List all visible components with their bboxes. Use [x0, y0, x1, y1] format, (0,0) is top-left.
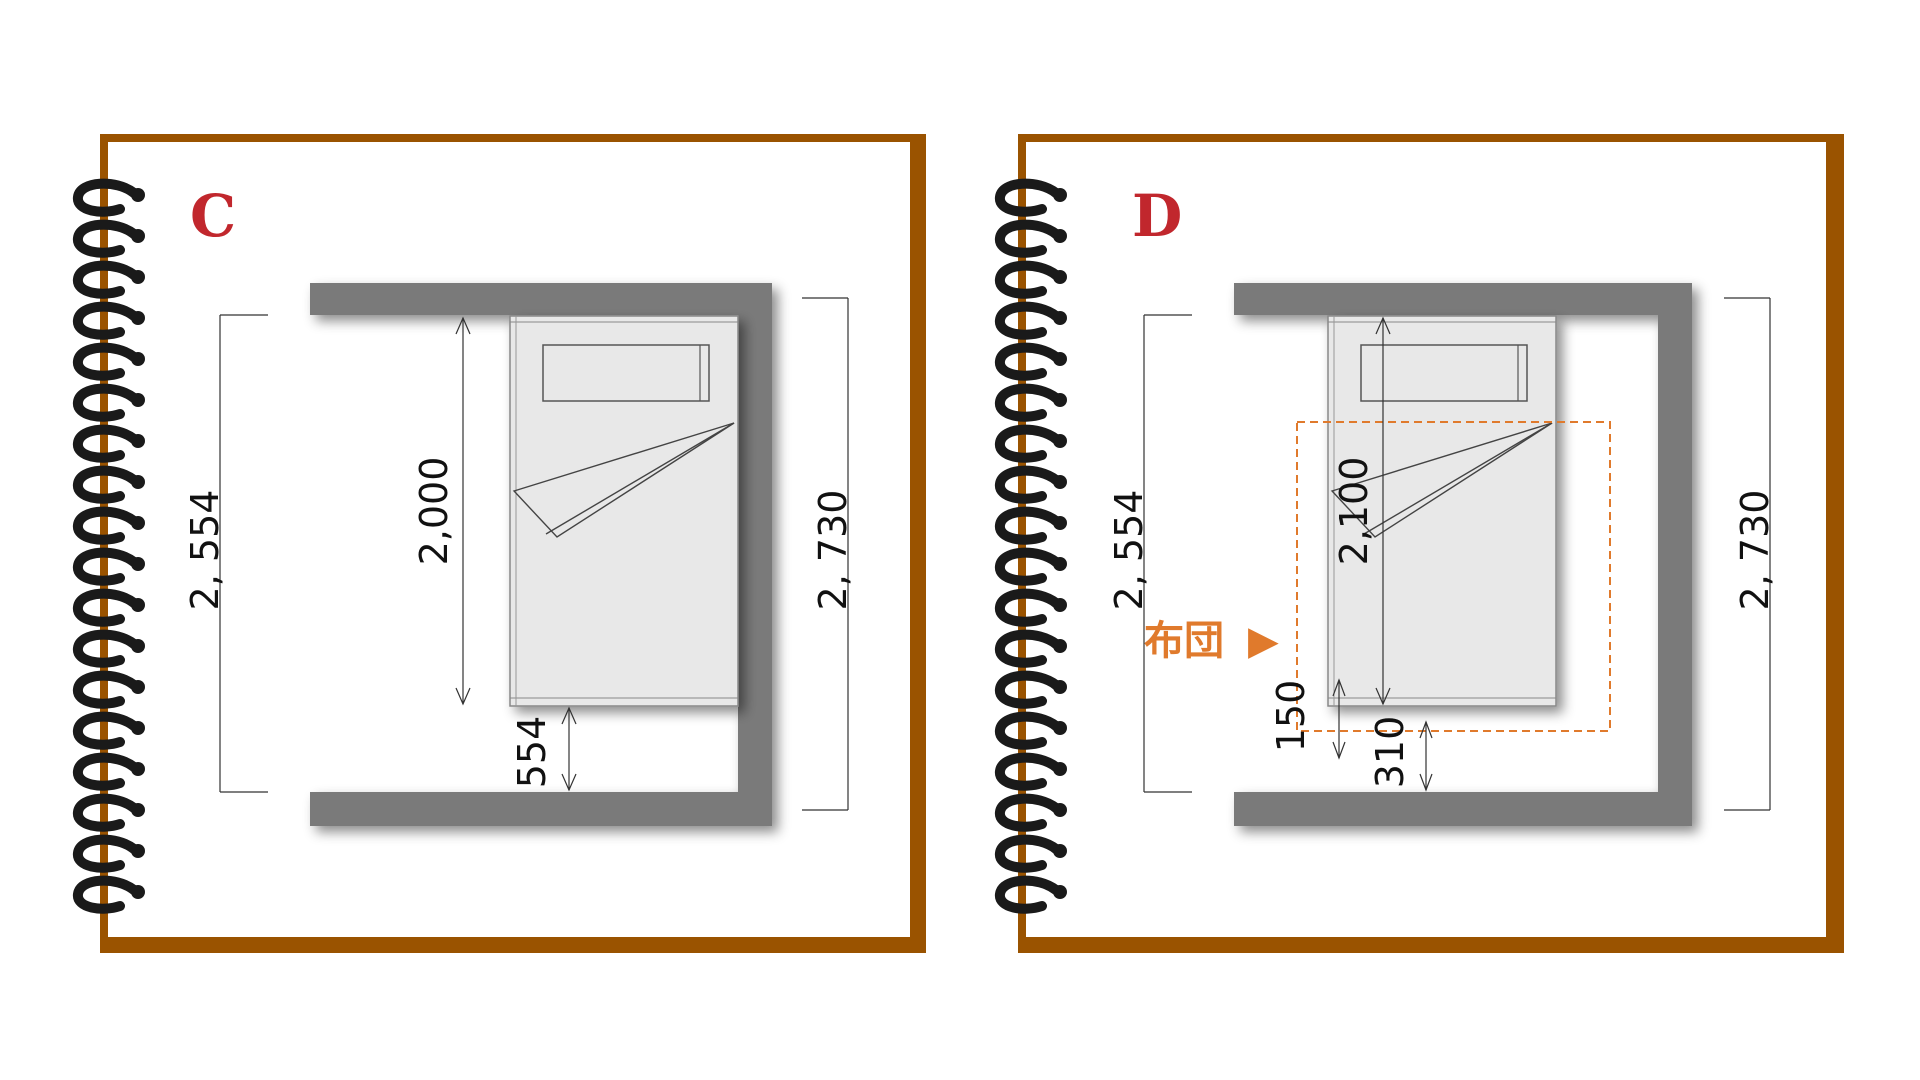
- spiral-ring: [73, 342, 145, 381]
- plan-d-drawing: D 布団 ▶ 2, 554: [995, 134, 1844, 953]
- notebook-frame-thick-bottom: [1022, 937, 1840, 951]
- dim-room-depth-label: 2, 554: [1107, 490, 1151, 611]
- spiral-ring: [995, 342, 1067, 381]
- spiral-ring: [73, 588, 145, 627]
- spiral-ring: [995, 301, 1067, 340]
- dim-gap: [1419, 720, 1433, 792]
- walls: [1234, 283, 1692, 826]
- spiral-ring: [995, 260, 1067, 299]
- spiral-ring: [73, 424, 145, 463]
- spiral-ring: [73, 670, 145, 709]
- spiral-ring: [73, 547, 145, 586]
- spiral-ring: [73, 383, 145, 422]
- dim-bed-length: [1375, 316, 1391, 706]
- spiral-ring: [995, 711, 1067, 750]
- dim-room-depth-label: 2, 554: [183, 490, 227, 611]
- spiral-ring: [73, 465, 145, 504]
- pillow: [542, 344, 710, 402]
- spiral-ring: [73, 629, 145, 668]
- plan-panel-d: D 布団 ▶ 2, 554: [960, 0, 1920, 1080]
- spiral-ring: [995, 793, 1067, 832]
- blanket-fold: [1330, 422, 1553, 538]
- spiral-ring: [73, 875, 145, 914]
- dim-room-depth: [219, 314, 268, 793]
- spiral-ring: [995, 752, 1067, 791]
- dim-futon-gap-label: 150: [1269, 680, 1313, 753]
- spiral-binding-rings: [73, 178, 145, 914]
- notebook-frame-thick-bottom: [100, 937, 924, 951]
- spiral-ring: [995, 424, 1067, 463]
- dim-bed-length-label: 2,100: [1332, 457, 1376, 566]
- spiral-binding-rings: [995, 178, 1067, 914]
- spiral-ring: [73, 711, 145, 750]
- spiral-ring: [73, 506, 145, 545]
- spiral-ring: [995, 670, 1067, 709]
- dim-room-depth: [1143, 314, 1192, 793]
- dim-futon-gap: [1332, 678, 1346, 760]
- dim-gap-label: 554: [510, 716, 554, 789]
- spiral-ring: [995, 178, 1067, 217]
- spiral-ring: [73, 752, 145, 791]
- dim-outer-depth: [1724, 297, 1771, 811]
- dim-outer-depth: [802, 297, 849, 811]
- spiral-ring: [73, 178, 145, 217]
- plan-panel-c: C 2, 554: [73, 134, 926, 953]
- spiral-ring: [995, 588, 1067, 627]
- spiral-ring: [995, 547, 1067, 586]
- walls: [310, 283, 772, 826]
- notebook-frame-thick-right: [1826, 138, 1840, 949]
- notebook-frame-thick-right: [910, 138, 924, 949]
- dim-outer-depth-label: 2, 730: [1733, 490, 1777, 611]
- blanket-fold: [512, 422, 735, 538]
- spiral-ring: [995, 629, 1067, 668]
- spiral-ring: [995, 506, 1067, 545]
- spiral-ring: [995, 834, 1067, 873]
- dim-outer-depth-label: 2, 730: [811, 490, 855, 611]
- spiral-ring: [73, 301, 145, 340]
- pillow: [1360, 344, 1528, 402]
- panel-label-c: C: [190, 182, 236, 250]
- dim-gap: [561, 706, 577, 792]
- spiral-ring: [995, 875, 1067, 914]
- futon-outline: [1296, 421, 1611, 732]
- spiral-ring: [995, 465, 1067, 504]
- futon-label: 布団: [1144, 618, 1224, 664]
- spiral-ring: [995, 219, 1067, 258]
- triangle-arrow-icon: ▶: [1248, 618, 1279, 664]
- dim-gap-label: 310: [1368, 716, 1412, 789]
- dim-bed-length-label: 2,000: [412, 457, 456, 566]
- spiral-ring: [73, 834, 145, 873]
- spiral-ring: [73, 219, 145, 258]
- panel-label-d: D: [1132, 182, 1182, 250]
- spiral-ring: [73, 793, 145, 832]
- dim-bed-length: [455, 316, 471, 706]
- spiral-ring: [995, 383, 1067, 422]
- spiral-ring: [73, 260, 145, 299]
- plan-c-drawing: C 2, 554: [73, 134, 926, 953]
